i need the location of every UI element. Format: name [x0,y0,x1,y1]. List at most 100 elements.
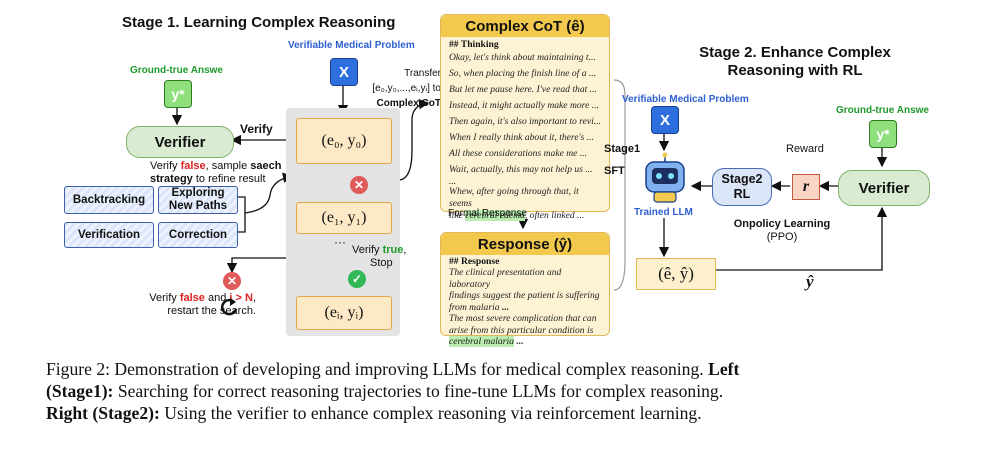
stage2-title: Stage 2. Enhance Complex Reasoning with … [690,44,900,80]
restart-line2: restart the search. [167,305,256,317]
caption-line2-bold: (Stage1): [46,381,114,401]
cot-final-highlight: cerebral edema [465,210,525,221]
caption-line1-prefix: Figure 2: Demonstration of developing an… [46,359,709,379]
strategy-correction: Correction [158,222,238,248]
verify-false-mid: , sample [205,160,251,172]
step-e0-y0: (e₀, y₀) [296,118,392,164]
stage2rl-line1: Stage2 [721,172,763,186]
stage2-title-line2: Reasoning with RL [727,62,863,79]
cot-line: Okay, let's think about maintaining t... [449,52,596,63]
cot-final-line1: Whew, after going through that, it seems [449,186,579,209]
stage2-problem-label: Verifiable Medical Problem [622,94,749,105]
stage2rl-line2: RL [733,187,751,201]
figure-caption: Figure 2: Demonstration of developing an… [46,358,946,424]
stage1-title: Stage 1. Learning Complex Reasoning [122,14,396,31]
verify-true-word: true [382,244,404,256]
step-e1-y1: (e₁, y₁) [296,202,392,234]
caption-line1: Figure 2: Demonstration of developing an… [46,358,946,380]
response-line: The most severe complication that can [449,313,597,324]
stage1-sft-label: Stage1 SFT [604,138,640,182]
restart-condition: i > N [229,292,253,304]
strategy-verification: Verification [64,222,154,248]
response-text: The clinical presentation and laboratory… [449,267,601,348]
success-check-icon: ✓ [348,270,366,288]
ehat-yhat-box: (ê, ŷ) [636,258,716,290]
restart-suffix: , [252,292,256,304]
trained-llm-label: Trained LLM [634,207,693,218]
response-line: The clinical presentation and laboratory [449,267,562,290]
restart-x-icon: ✕ [223,272,241,290]
stage1-problem-label: Verifiable Medical Problem [288,40,415,51]
response-panel: Response (ŷ) ## Response The clinical pr… [440,232,610,347]
stage1-sft-line2: SFT [604,165,625,177]
strategy-backtracking: Backtracking [64,186,154,214]
transfer-line3: Complex CoT [376,98,441,109]
fail-x-icon: ✕ [350,176,368,194]
verify-label: Verify [240,122,273,136]
verify-false-prefix: Verify [150,160,181,172]
verify-false-bold1: saech [250,160,282,172]
onpolicy-label: Onpolicy Learning (PPO) [720,218,844,244]
verify-false-bold2: strategy [150,173,193,185]
response-line: arise from this particular condition is [449,324,594,336]
response-heading: ## Response [449,256,500,267]
onpolicy-line1: Onpolicy Learning [733,218,831,230]
cot-final-line2: like cerebral edema, often linked ... [449,210,601,222]
caption-line3-text: Using the verifier to enhance complex re… [159,403,702,423]
yhat-label: ŷ [806,272,814,291]
onpolicy-line2: (PPO) [766,231,798,243]
caption-line2-text: Searching for correct reasoning trajecto… [113,381,724,401]
stage2-x-icon: X [651,106,679,134]
reward-r-box: r [792,174,820,200]
verify-true-note: Verify true, Stop [352,244,406,270]
cot-line: When I really think about it, there's ..… [449,132,594,143]
cot-line: Then again, it's also important to revi.… [449,116,602,127]
verify-true-prefix: Verify [352,244,383,256]
transfer-line1: Transfer [404,68,441,79]
stage1-verifier-box: Verifier [126,126,234,158]
response-line6-highlight: cerebral malaria [449,336,514,347]
reward-label: Reward [786,143,824,155]
robot-icon [645,152,685,203]
verify-false-word: false [180,160,206,172]
restart-prefix: Verify [149,292,180,304]
strategy-exploring-new-paths: Exploring New Paths [158,186,238,214]
stage2-y-icon: y* [869,120,897,148]
response-line: cerebral malaria ... [449,336,601,348]
cot-final-prefix: like [449,210,466,221]
step-ei-yi: (eᵢ, yᵢ) [296,296,392,330]
stage2-verifier-box: Verifier [838,170,930,206]
response-line: findings suggest the patient is sufferin… [449,290,600,301]
complex-cot-panel: Complex CoT (ê) ## Thinking Okay, let's … [440,14,610,221]
stage2-ground-truth-label: Ground-true Answe [836,105,929,116]
transfer-note: Transfer [e₀,y₀,...,eᵢ,yᵢ] to Complex Co… [369,66,441,111]
step-dots: ··· [334,235,346,249]
stage2-title-line1: Stage 2. Enhance Complex [699,44,891,61]
response-line: from malaria ... [449,302,601,314]
cot-final-suffix: , often linked ... [524,210,585,221]
stop-label: Stop [370,257,393,269]
caption-line2: (Stage1): Searching for correct reasonin… [46,380,946,402]
cot-line: But let me pause here. I've read that ..… [449,84,597,95]
response-title: Response (ŷ) [441,233,609,255]
cot-line: Instead, it might actually make more ... [449,100,599,111]
verify-true-suffix: , [403,244,407,256]
complex-cot-title: Complex CoT (ê) [441,15,609,37]
transfer-line2: [e₀,y₀,...,eᵢ,yᵢ] to [372,83,441,94]
stage1-sft-line1: Stage1 [604,143,641,155]
caption-line1-bold: Left [708,359,740,379]
response-line3-prefix: from malaria [449,301,502,313]
cot-heading: ## Thinking [449,39,499,50]
cot-lines: Okay, let's think about maintaining t...… [449,50,601,222]
stage1-y-icon: y* [164,80,192,108]
verify-false-note: Verify false, sample saech strategy to r… [150,160,282,186]
cot-line: All these considerations make me ... [449,148,588,159]
stage1-x-icon: X [330,58,358,86]
cot-line: Wait, actually, this may not help us ... [449,164,593,175]
stage1-ground-truth-label: Ground-true Answe [130,65,223,76]
response-line3-bold: ... [501,301,510,313]
verify-false-suffix: to refine result [192,173,266,185]
cot-line: ... [449,176,457,187]
restart-and: and [204,292,230,304]
